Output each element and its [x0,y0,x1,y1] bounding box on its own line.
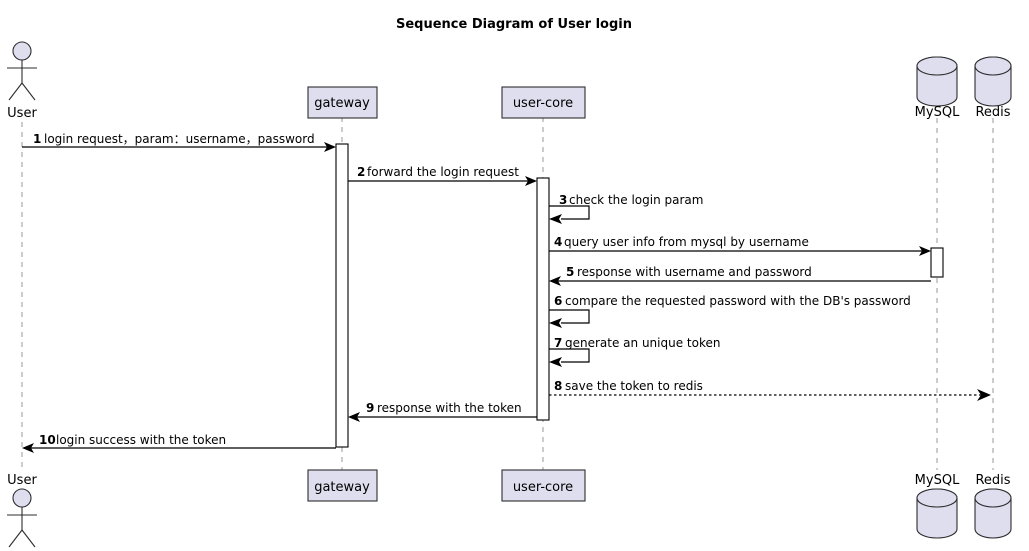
actor-head-icon [12,488,32,508]
message-label: check the login param [569,193,703,207]
actor-leg-right-icon [21,529,36,548]
message-number: 2 [357,165,365,179]
arrow-head-icon [348,412,360,422]
activation-bar-mysql [930,247,944,278]
participant-mysql-top[interactable]: MySQL [915,56,960,120]
message-number: 4 [554,235,562,249]
database-top-ellipse-icon [916,56,958,76]
participant-label-user-core-bottom: user-core [513,480,573,495]
participant-box-user-core-bottom [501,469,586,502]
participant-box-gateway-top [307,86,378,119]
participant-user-core-top[interactable]: user-core [501,86,586,119]
actor-leg-right-icon [21,82,36,101]
message-number: 9 [366,401,374,415]
participant-gateway-bottom[interactable]: gateway [307,469,378,502]
participant-box-gateway-bottom [307,469,378,502]
arrow-head-icon [549,357,562,367]
message-label: save the token to redis [565,379,703,393]
message-1[interactable]: 1 login request，param：username，password [22,132,336,152]
arrow-head-icon [22,443,34,453]
message-10[interactable]: 10 login success with the token [22,433,336,453]
message-number: 7 [554,336,562,350]
message-self-loop [549,309,590,324]
message-5[interactable]: 5 response with username and password [549,265,931,286]
participant-label-mysql-top: MySQL [915,105,960,120]
message-label: response with username and password [577,265,812,279]
message-3[interactable]: 3 check the login param [549,193,703,224]
activation-bar-gateway [335,143,349,448]
message-4[interactable]: 4 query user info from mysql by username [549,235,931,256]
diagram-title: Sequence Diagram of User login [396,17,632,32]
participant-gateway-top[interactable]: gateway [307,86,378,119]
message-label: compare the requested password with the … [565,294,911,308]
message-8[interactable]: 8 save the token to redis [549,379,991,401]
database-top-ellipse-icon [916,488,958,508]
participant-label-redis-bottom: Redis [975,473,1010,488]
message-label: generate an unique token [565,336,720,350]
message-6[interactable]: 6 compare the requested password with th… [549,294,911,328]
participant-redis-top[interactable]: Redis [974,56,1012,120]
participant-user-core-bottom[interactable]: user-core [501,469,586,502]
message-2[interactable]: 2 forward the login request [348,165,537,186]
message-7[interactable]: 7 generate an unique token [549,336,720,367]
message-label: login success with the token [56,433,226,447]
participant-label-user-core-top: user-core [513,96,573,111]
message-number: 8 [554,379,562,393]
message-label: query user info from mysql by username [564,235,809,249]
message-self-loop [549,348,590,363]
arrow-head-icon [525,176,537,186]
participant-user-bottom[interactable]: User [7,473,37,548]
message-number: 10 [39,433,56,447]
participant-box-user-core-top [501,86,586,119]
arrow-head-icon [324,142,336,152]
message-number: 5 [566,265,574,279]
database-top-ellipse-icon [974,488,1012,508]
arrow-head-icon [549,276,561,286]
participant-label-gateway-bottom: gateway [314,480,370,495]
message-label: login request，param：username，password [44,132,315,146]
message-number: 6 [554,294,562,308]
message-label: forward the login request [367,165,519,179]
actor-leg-left-icon [8,529,23,548]
arrow-head-icon [549,318,562,328]
message-label: response with the token [377,401,522,415]
participant-redis-bottom[interactable]: Redis [974,473,1012,539]
participant-mysql-bottom[interactable]: MySQL [915,473,960,539]
message-9[interactable]: 9 response with the token [348,401,537,422]
activation-bar-user-core [536,177,550,421]
message-number: 1 [33,132,41,146]
participant-label-mysql-bottom: MySQL [915,473,960,488]
participant-label-gateway-top: gateway [314,96,370,111]
message-self-loop [549,205,590,220]
actor-leg-left-icon [8,82,23,101]
participant-label-user-top: User [7,106,37,121]
participant-user-top[interactable]: User [7,41,37,121]
arrow-head-icon [919,246,931,256]
database-top-ellipse-icon [974,56,1012,76]
message-number: 3 [559,193,567,207]
participant-label-user-bottom: User [7,473,37,488]
arrow-head-icon [549,214,562,224]
participant-label-redis-top: Redis [975,105,1010,120]
arrow-head-icon [977,389,991,401]
actor-head-icon [12,41,32,61]
